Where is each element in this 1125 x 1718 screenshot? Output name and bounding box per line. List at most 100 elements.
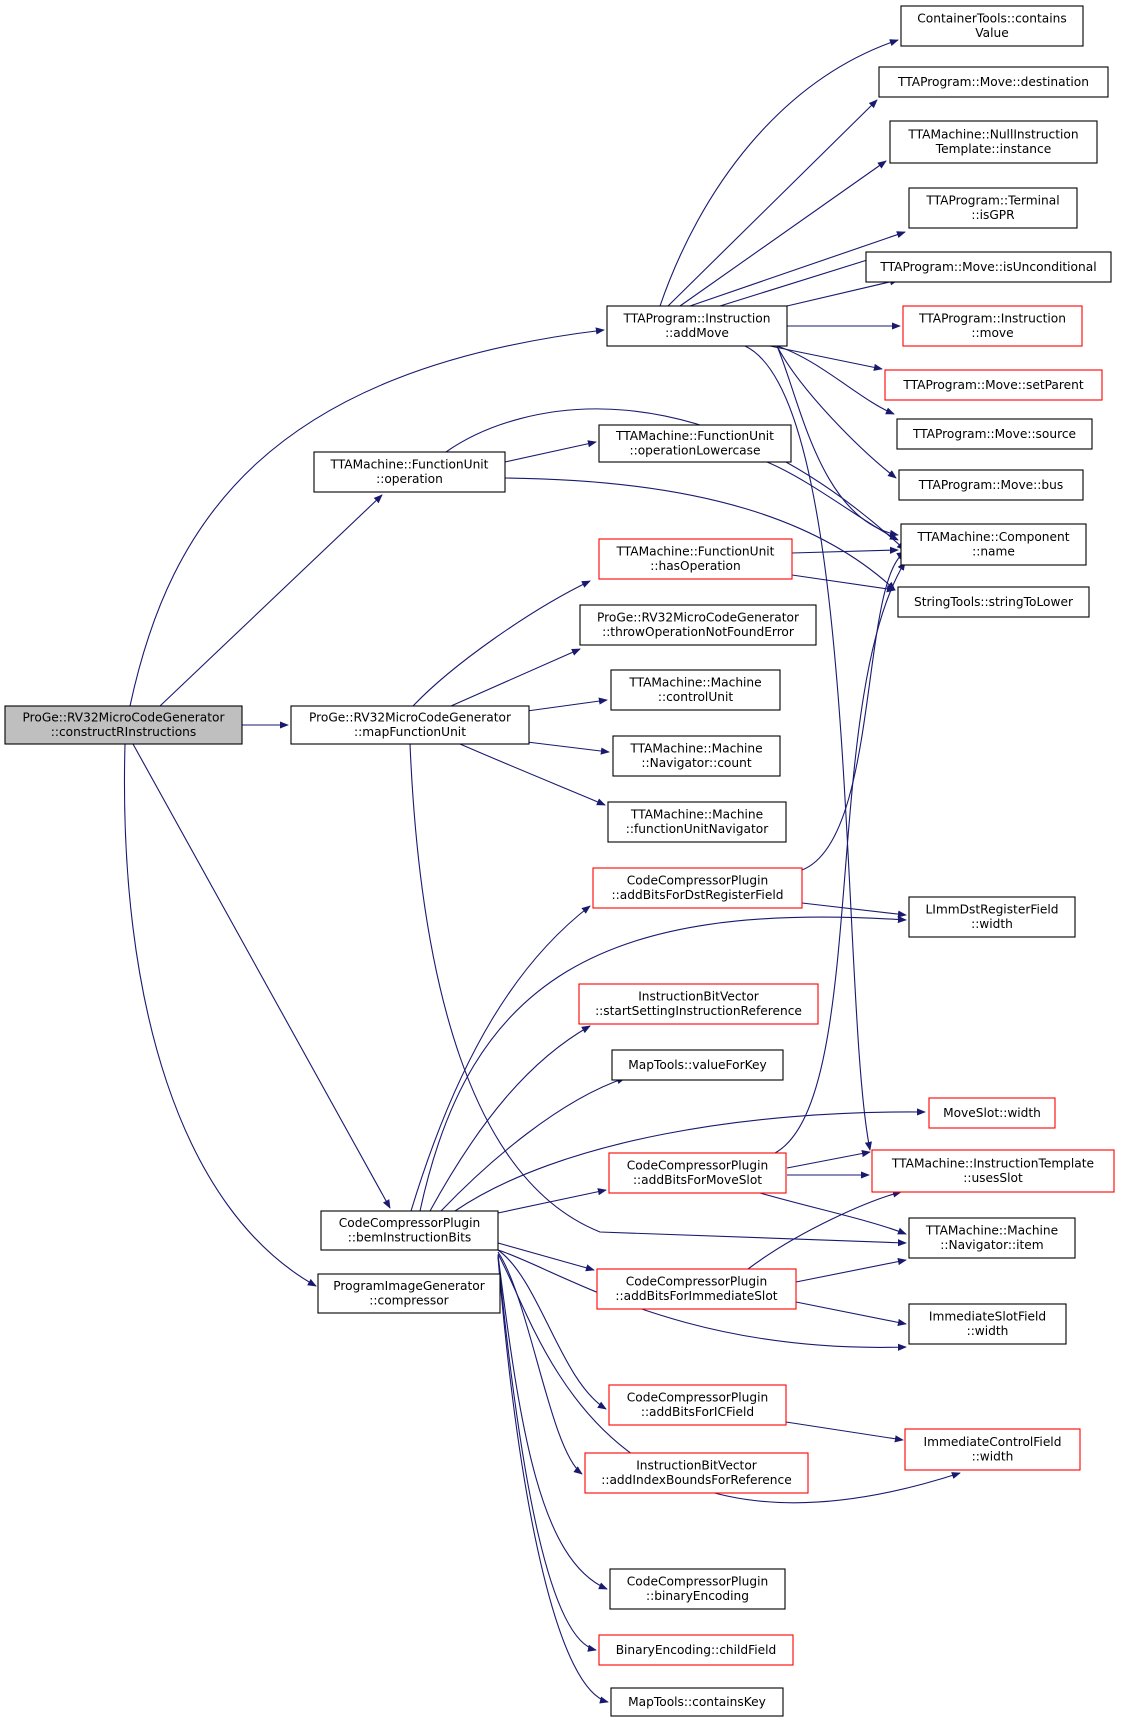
node-fu-nav[interactable]: TTAMachine::Machine::functionUnitNavigat… <box>607 801 787 843</box>
call-edge-46 <box>679 160 887 307</box>
node-label: ::width <box>967 1324 1009 1338</box>
node-box <box>592 867 803 909</box>
call-edge-6 <box>450 648 581 707</box>
call-edge-40 <box>766 461 899 541</box>
call-edge-25 <box>786 1149 871 1169</box>
node-label: ::binaryEncoding <box>646 1589 749 1603</box>
call-edge-33 <box>801 902 907 918</box>
node-add-move[interactable]: TTAProgram::Instruction::addMove <box>606 305 788 347</box>
node-contains-key[interactable]: MapTools::containsKey <box>610 1687 784 1717</box>
node-label: ::addBitsForMoveSlot <box>633 1173 762 1187</box>
node-label: TTAMachine::Machine <box>925 1224 1058 1238</box>
node-label: ::addMove <box>665 326 729 340</box>
node-throw-op[interactable]: ProGe::RV32MicroCodeGenerator::throwOper… <box>579 604 817 646</box>
node-box <box>904 1428 1081 1471</box>
node-label: ::name <box>972 545 1015 559</box>
node-label: TTAProgram::Move::setParent <box>902 378 1083 392</box>
call-edge-39 <box>445 408 906 551</box>
node-destination[interactable]: TTAProgram::Move::destination <box>878 66 1109 98</box>
node-compressor[interactable]: ProgramImageGenerator::compressor <box>317 1273 501 1314</box>
node-nav-item[interactable]: TTAMachine::Machine::Navigator::item <box>908 1217 1076 1259</box>
node-set-parent[interactable]: TTAProgram::Move::setParent <box>884 369 1103 401</box>
node-box <box>607 801 787 843</box>
call-edge-50 <box>776 345 897 479</box>
call-edges <box>123 39 961 1704</box>
node-label: TTAMachine::Component <box>916 530 1069 544</box>
node-label: TTAProgram::Terminal <box>925 194 1059 208</box>
node-box <box>889 120 1098 164</box>
node-op-lower[interactable]: TTAMachine::FunctionUnit::operationLower… <box>598 424 792 463</box>
node-imm-slot-width[interactable]: ImmediateSlotField::width <box>908 1303 1067 1345</box>
node-index-bounds[interactable]: InstructionBitVector::addIndexBoundsForR… <box>584 1452 809 1494</box>
node-box <box>908 187 1078 229</box>
node-box <box>898 469 1084 501</box>
call-edge-52 <box>744 345 872 1151</box>
node-limm-width[interactable]: LImmDstRegisterField::width <box>908 896 1076 938</box>
node-label: CodeCompressorPlugin <box>627 1575 769 1589</box>
node-bin-enc[interactable]: CodeCompressorPlugin::binaryEncoding <box>609 1568 786 1610</box>
node-label: ::width <box>971 917 1013 931</box>
node-box <box>596 1268 797 1310</box>
node-move-slot-bits[interactable]: CodeCompressorPlugin::addBitsForMoveSlot <box>608 1152 787 1194</box>
node-label: TTAMachine::FunctionUnit <box>615 429 774 443</box>
node-fu-operation[interactable]: TTAMachine::FunctionUnit::operation <box>313 451 506 493</box>
node-box <box>609 1568 786 1610</box>
node-is-uncond[interactable]: TTAProgram::Move::isUnconditional <box>865 251 1112 283</box>
node-box <box>908 896 1076 938</box>
call-edge-31 <box>795 1301 907 1326</box>
node-root[interactable]: ProGe::RV32MicroCodeGenerator::construct… <box>4 705 243 745</box>
node-box <box>598 424 792 463</box>
node-comp-name[interactable]: TTAMachine::Component::name <box>900 523 1087 566</box>
node-control-unit[interactable]: TTAMachine::Machine::controlUnit <box>610 669 781 711</box>
node-label: TTAProgram::Move::isUnconditional <box>879 260 1096 274</box>
node-label: ::controlUnit <box>658 690 733 704</box>
node-box <box>606 305 788 347</box>
node-box <box>908 1303 1067 1345</box>
node-dst-reg[interactable]: CodeCompressorPlugin::addBitsForDstRegis… <box>592 867 803 909</box>
node-value-for-key[interactable]: MapTools::valueForKey <box>611 1049 784 1081</box>
node-label: CodeCompressorPlugin <box>627 1391 769 1405</box>
call-edge-16 <box>497 1188 607 1214</box>
node-label: ::constructRInstructions <box>51 725 196 739</box>
node-label: ::throwOperationNotFoundError <box>602 625 795 639</box>
node-label: TTAProgram::Move::bus <box>918 478 1063 492</box>
node-imm-ctrl-width[interactable]: ImmediateControlField::width <box>904 1428 1081 1471</box>
node-is-g-p-r[interactable]: TTAProgram::Terminal::isGPR <box>908 187 1078 229</box>
node-move-slot-width[interactable]: MoveSlot::width <box>928 1097 1056 1129</box>
node-box <box>598 1634 794 1666</box>
node-nav-count[interactable]: TTAMachine::Machine::Navigator::count <box>612 735 781 777</box>
node-label: ::functionUnitNavigator <box>626 822 769 836</box>
node-label: ::usesSlot <box>963 1171 1023 1185</box>
node-label: MapTools::containsKey <box>628 1695 766 1709</box>
node-bus[interactable]: TTAProgram::Move::bus <box>898 469 1084 501</box>
node-start-setting[interactable]: InstructionBitVector::startSettingInstru… <box>578 983 819 1025</box>
node-label: ImmediateControlField <box>924 1435 1062 1449</box>
node-uses-slot[interactable]: TTAMachine::InstructionTemplate::usesSlo… <box>871 1149 1115 1193</box>
node-label: ::startSettingInstructionReference <box>595 1004 802 1018</box>
node-box <box>610 669 781 711</box>
node-child-field[interactable]: BinaryEncoding::childField <box>598 1634 794 1666</box>
call-edge-4 <box>123 743 317 1287</box>
node-label: ProGe::RV32MicroCodeGenerator <box>597 611 800 625</box>
node-ic-field[interactable]: CodeCompressorPlugin::addBitsForICField <box>608 1384 787 1426</box>
node-label: TTAProgram::Instruction <box>918 312 1066 326</box>
node-box <box>608 1384 787 1426</box>
node-box <box>928 1097 1056 1129</box>
call-edge-43 <box>769 345 883 371</box>
node-str-lower[interactable]: StringTools::stringToLower <box>897 586 1090 618</box>
node-imm-slot-bits[interactable]: CodeCompressorPlugin::addBitsForImmediat… <box>596 1268 797 1310</box>
node-label: ProgramImageGenerator <box>333 1279 485 1293</box>
node-label: LImmDstRegisterField <box>926 903 1059 917</box>
node-instr-move[interactable]: TTAProgram::Instruction::move <box>902 305 1083 347</box>
call-edge-11 <box>410 905 591 1212</box>
call-edge-19 <box>497 1249 607 1410</box>
node-source[interactable]: TTAProgram::Move::source <box>896 418 1093 450</box>
node-label: ContainerTools::contains <box>917 12 1066 26</box>
node-label: BinaryEncoding::childField <box>616 1643 777 1657</box>
node-has-op[interactable]: TTAMachine::FunctionUnit::hasOperation <box>598 538 793 580</box>
node-bem[interactable]: CodeCompressorPlugin::bemInstructionBits <box>320 1210 499 1251</box>
node-null-template[interactable]: TTAMachine::NullInstructionTemplate::ins… <box>889 120 1098 164</box>
node-map-f-u[interactable]: ProGe::RV32MicroCodeGenerator::mapFuncti… <box>290 705 530 745</box>
